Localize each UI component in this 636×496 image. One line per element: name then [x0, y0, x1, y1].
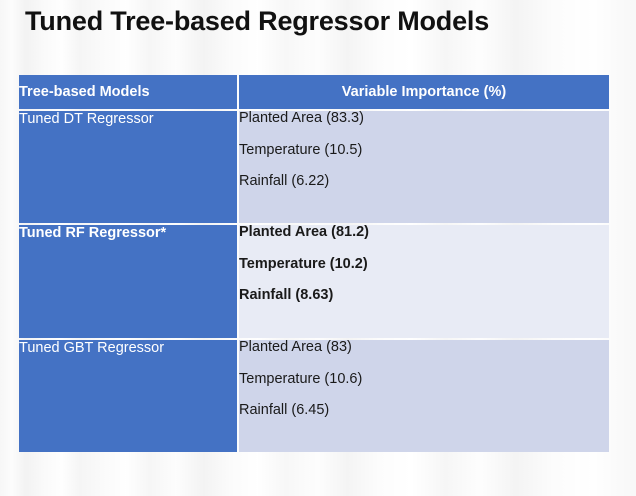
- variable-importance-entry: Rainfall (6.45): [239, 402, 330, 418]
- variable-importance-entry: Rainfall (8.63): [239, 287, 334, 303]
- model-name-cell: Tuned RF Regressor*: [19, 225, 237, 338]
- variable-importance-entry: Planted Area (83): [239, 339, 352, 355]
- column-header-models: Tree-based Models: [19, 75, 237, 109]
- variable-importance-entry: Temperature (10.5): [239, 141, 363, 158]
- page-title: Tuned Tree-based Regressor Models: [25, 6, 490, 36]
- model-name-cell: Tuned DT Regressor: [19, 111, 237, 223]
- variable-importance-entry: Temperature (10.6): [239, 370, 363, 387]
- variable-importance-entry: Planted Area (83.3): [239, 110, 364, 126]
- variable-importance-cell: Planted Area (81.2) Temperature (10.2) Rai…: [239, 225, 609, 338]
- table-row: Tuned RF Regressor*Planted Area (81.2) Te…: [19, 225, 609, 338]
- model-name-cell: Tuned GBT Regressor: [19, 340, 237, 452]
- model-comparison-table-container: Tree-based Models Variable Importance (%…: [17, 73, 609, 454]
- column-header-variable-importance: Variable Importance (%): [239, 75, 609, 109]
- variable-importance-entry: Planted Area (81.2): [239, 224, 370, 240]
- variable-importance-entry: Rainfall (6.22): [239, 173, 330, 189]
- model-comparison-table: Tree-based Models Variable Importance (%…: [17, 73, 611, 454]
- table-header-row: Tree-based Models Variable Importance (%…: [19, 75, 609, 109]
- table-header: Tree-based Models Variable Importance (%…: [19, 75, 609, 109]
- variable-importance-cell: Planted Area (83) Temperature (10.6) Rainf…: [239, 340, 609, 452]
- variable-importance-cell: Planted Area (83.3) Temperature (10.5) Rai…: [239, 111, 609, 223]
- variable-importance-entry: Temperature (10.2): [239, 255, 368, 272]
